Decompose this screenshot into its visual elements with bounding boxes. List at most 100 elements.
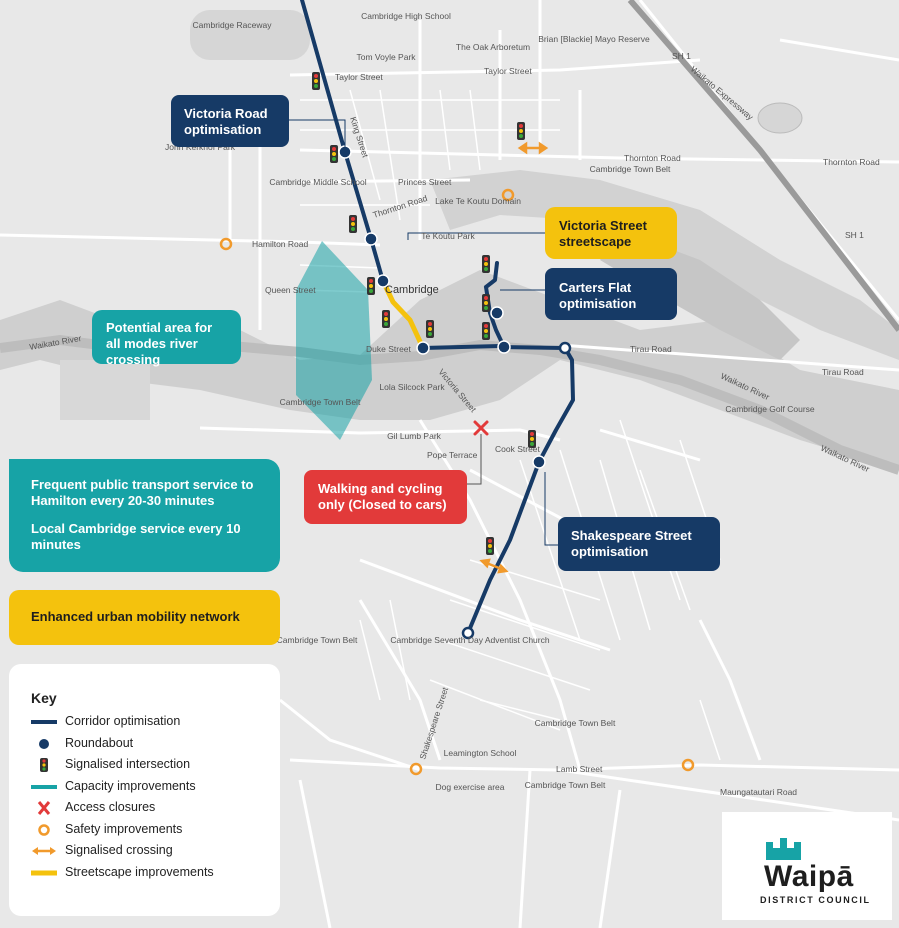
key-label: Signalised crossing bbox=[65, 843, 173, 857]
map-label: Leamington School bbox=[444, 748, 517, 758]
map-label: Cambridge Town Belt bbox=[590, 164, 671, 174]
map-label: Cambridge Raceway bbox=[193, 20, 273, 30]
roundabout bbox=[364, 232, 378, 246]
walking-cycling-label: Walking and cycling only (Closed to cars… bbox=[304, 470, 467, 524]
key-label: Capacity improvements bbox=[65, 778, 196, 793]
map-label: Queen Street bbox=[265, 285, 316, 295]
map-label: Cambridge Town Belt bbox=[277, 635, 358, 645]
safety-improvement-icon bbox=[219, 237, 233, 251]
map-label: Tirau Road bbox=[822, 367, 864, 377]
transport-local-text: Local Cambridge service every 10 minutes bbox=[31, 521, 241, 552]
traffic-light-icon bbox=[349, 215, 357, 233]
signalised-crossing-icon bbox=[517, 141, 549, 155]
map-label: The Oak Arboretum bbox=[456, 42, 530, 52]
capacity-improvement-area bbox=[296, 241, 372, 440]
map-label: Princes Street bbox=[398, 177, 452, 187]
streetscape-line-icon bbox=[31, 870, 57, 875]
map-label: Cambridge Golf Course bbox=[725, 404, 815, 414]
key-item-corridor: Corridor optimisation bbox=[31, 712, 280, 734]
map-key: Key Corridor optimisation Roundabout Sig… bbox=[9, 664, 280, 916]
victoria-street-text: Victoria Street streetscape bbox=[559, 218, 647, 249]
key-label: Streetscape improvements bbox=[65, 864, 214, 879]
victoria-road-label: Victoria Road optimisation bbox=[171, 95, 289, 147]
key-label: Signalised intersection bbox=[65, 757, 191, 771]
shakespeare-corridor bbox=[466, 460, 541, 635]
map-label: Te Koutu Park bbox=[421, 231, 475, 241]
map-label: Hamilton Road bbox=[252, 239, 308, 249]
map-label: Taylor Street bbox=[484, 66, 532, 76]
map-label: John Kerkhof Park bbox=[165, 142, 236, 152]
roundabout bbox=[497, 340, 511, 354]
map-label: Tirau Road bbox=[630, 344, 672, 354]
walking-cycling-text: Walking and cycling only (Closed to cars… bbox=[318, 481, 447, 512]
map-label: SH 1 bbox=[672, 51, 691, 61]
map-label: Cook Street bbox=[495, 444, 541, 454]
safety-improvement-icon bbox=[501, 188, 515, 202]
waipa-logo-subtitle: DISTRICT COUNCIL bbox=[760, 895, 871, 905]
map-label: Cambridge Town Belt bbox=[535, 718, 616, 728]
map-label: Thornton Road bbox=[624, 153, 681, 163]
waipa-logo: Waipā DISTRICT COUNCIL bbox=[722, 812, 892, 920]
map-label: Brian [Blackie] Mayo Reserve bbox=[538, 34, 650, 44]
roundabout bbox=[376, 274, 390, 288]
key-item-signalised: Signalised intersection bbox=[31, 755, 280, 777]
victoria-street-streetscape bbox=[380, 278, 426, 351]
roundabout-open bbox=[461, 626, 475, 640]
traffic-light-icon bbox=[482, 294, 490, 312]
map-label: SH 1 bbox=[845, 230, 864, 240]
waipa-logo-name: Waipā bbox=[764, 860, 854, 893]
key-label: Roundabout bbox=[65, 735, 134, 750]
victoria-street-label: Victoria Street streetscape bbox=[545, 207, 677, 259]
roundabout-open bbox=[558, 341, 572, 355]
roundabout bbox=[532, 455, 546, 469]
signalised-crossing-icon bbox=[479, 558, 509, 574]
key-label: Safety improvements bbox=[65, 821, 183, 836]
traffic-light-icon bbox=[426, 320, 434, 338]
signalised-crossing-icon bbox=[32, 847, 56, 855]
carters-flat-label: Carters Flat optimisation bbox=[545, 268, 677, 320]
map-label: Cambridge Seventh Day Adventist Church bbox=[390, 635, 549, 645]
safety-improvement-icon bbox=[409, 762, 423, 776]
river-crossing-text: Potential area for all modes river cross… bbox=[106, 320, 213, 367]
carters-flat-corridor bbox=[421, 344, 506, 350]
traffic-light-icon bbox=[312, 72, 320, 90]
map-label: Lake Te Koutu Domain bbox=[435, 196, 521, 206]
traffic-light-icon bbox=[517, 122, 525, 140]
river-crossing-label: Potential area for all modes river cross… bbox=[92, 310, 241, 367]
victoria-road-text: Victoria Road optimisation bbox=[184, 106, 268, 137]
waipa-logo-mark bbox=[766, 838, 801, 860]
key-title: Key bbox=[31, 690, 57, 706]
safety-improvement-icon bbox=[38, 823, 50, 836]
traffic-light-icon bbox=[382, 310, 390, 328]
traffic-light-icon bbox=[482, 255, 490, 273]
shakespeare-label: Shakespeare Street optimisation bbox=[558, 517, 720, 571]
map-label: Gil Lumb Park bbox=[387, 431, 442, 441]
traffic-light-icon bbox=[482, 322, 490, 340]
map-label: Cambridge Middle School bbox=[269, 177, 366, 187]
map-label: Cambridge bbox=[385, 284, 439, 296]
access-closure-icon bbox=[37, 801, 51, 815]
roundabout bbox=[416, 341, 430, 355]
signalised-intersections bbox=[312, 72, 536, 555]
traffic-light-icon bbox=[528, 430, 536, 448]
roundabout bbox=[490, 306, 504, 320]
map-label: Maungatautari Road bbox=[720, 787, 797, 797]
mobility-network-label: Enhanced urban mobility network bbox=[9, 590, 280, 645]
traffic-light-icon bbox=[367, 277, 375, 295]
key-label: Corridor optimisation bbox=[65, 714, 181, 728]
capacity-line-icon bbox=[31, 784, 57, 789]
carters-flat-text: Carters Flat optimisation bbox=[559, 280, 637, 311]
traffic-light-icon bbox=[40, 758, 48, 772]
key-item-crossing: Signalised crossing bbox=[31, 841, 280, 863]
map-label: Cambridge Town Belt bbox=[525, 780, 606, 790]
map-label: Lamb Street bbox=[556, 764, 603, 774]
key-item-capacity: Capacity improvements bbox=[31, 777, 280, 799]
map-label: Pope Terrace bbox=[427, 450, 478, 460]
key-label: Access closures bbox=[65, 800, 156, 814]
safety-improvement-icon bbox=[681, 758, 695, 772]
key-item-safety: Safety improvements bbox=[31, 820, 280, 842]
map-label: Duke Street bbox=[366, 344, 412, 354]
tirau-corridor bbox=[502, 345, 575, 464]
map-label: Tom Voyle Park bbox=[356, 52, 416, 62]
access-closure-icon bbox=[473, 420, 489, 436]
